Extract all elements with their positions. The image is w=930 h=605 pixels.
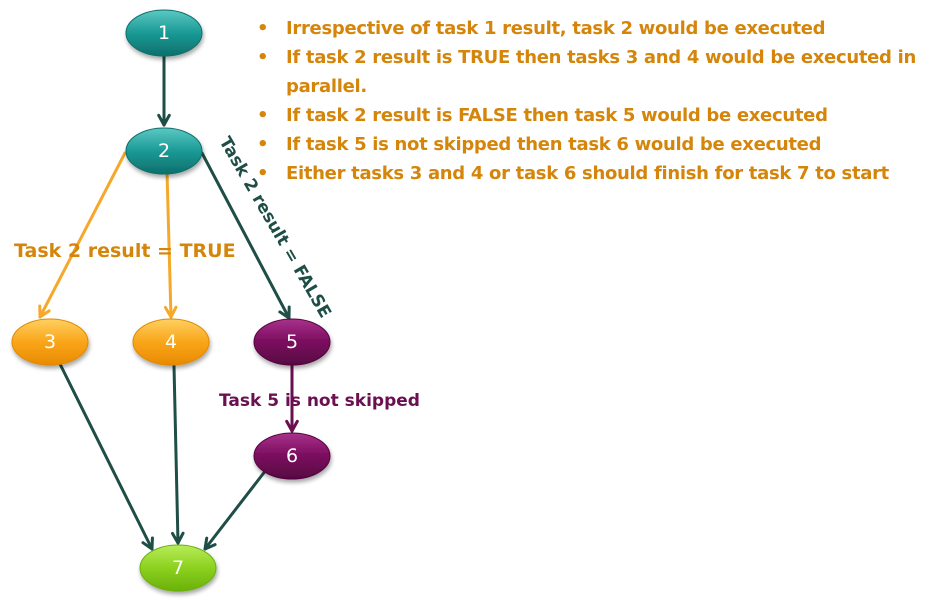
node-5-label: 5	[286, 331, 298, 353]
bullet-icon: •	[257, 134, 269, 155]
arrowhead-1-2	[157, 113, 171, 127]
bullet-icon: •	[257, 163, 269, 184]
not-skipped-label: Task 5 is not skipped	[219, 391, 420, 411]
note-text: Either tasks 3 and 4 or task 6 should fi…	[286, 163, 889, 184]
node-6-label: 6	[286, 445, 298, 467]
arrowhead-5-6	[285, 419, 299, 433]
edge-2-4	[165, 170, 173, 319]
note-text: If task 5 is not skipped then task 6 wou…	[286, 134, 822, 155]
edge-6-7	[203, 468, 268, 551]
note-text: If task 2 result is FALSE then task 5 wo…	[286, 105, 828, 126]
note-item: • If task 2 result is TRUE then tasks 3 a…	[257, 43, 922, 101]
true-branch-label: Task 2 result = TRUE	[14, 240, 236, 262]
bullet-icon: •	[257, 18, 269, 39]
note-item: • Irrespective of task 1 result, task 2 w…	[257, 14, 922, 43]
node-2-label: 2	[158, 140, 170, 162]
node-4	[132, 318, 210, 366]
arrowhead-2-4	[163, 305, 178, 319]
edges-layer	[38, 55, 299, 551]
note-text: Irrespective of task 1 result, task 2 wo…	[286, 18, 826, 39]
note-item: • Either tasks 3 and 4 or task 6 should f…	[257, 159, 922, 188]
arrowhead-3-7	[141, 536, 154, 551]
node-7	[139, 544, 217, 592]
edge-2-5	[200, 151, 291, 320]
edge-4-7	[172, 364, 180, 545]
note-item: • If task 5 is not skipped then task 6 wo…	[257, 130, 922, 159]
node-5	[253, 318, 331, 366]
node-2	[125, 127, 203, 175]
bullet-icon: •	[257, 47, 269, 68]
node-4-label: 4	[165, 331, 177, 353]
edge-3-7	[58, 362, 154, 551]
arrowhead-2-3	[38, 304, 51, 319]
node-3-label: 3	[44, 331, 56, 353]
notes-list: • Irrespective of task 1 result, task 2 w…	[257, 14, 922, 188]
node-6	[253, 432, 331, 480]
arrowhead-4-7	[171, 531, 185, 545]
edge-2-3	[38, 151, 127, 319]
arrowhead-6-7	[203, 536, 217, 551]
note-text: If task 2 result is TRUE then tasks 3 an…	[286, 47, 916, 97]
arrowhead-2-5	[278, 305, 291, 320]
node-7-label: 7	[172, 557, 184, 579]
note-item: • If task 2 result is FALSE then task 5 w…	[257, 101, 922, 130]
node-1-label: 1	[158, 22, 170, 44]
bullet-icon: •	[257, 105, 269, 126]
node-1	[125, 9, 203, 57]
node-3	[11, 318, 89, 366]
